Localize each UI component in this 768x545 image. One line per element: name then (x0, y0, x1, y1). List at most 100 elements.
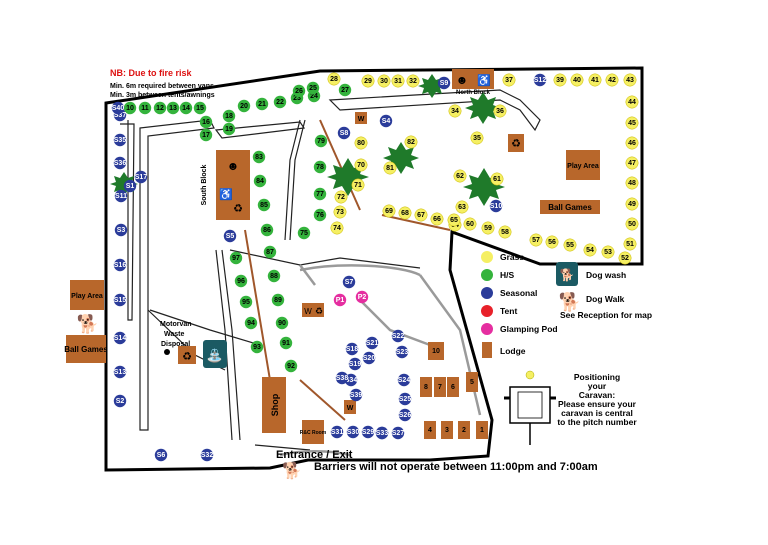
pitch-s17 (134, 170, 148, 184)
pitch-label-78: 78 (316, 164, 324, 171)
lodge-label-3: 3 (445, 427, 449, 434)
pitch-27 (338, 83, 352, 97)
pitch-20 (237, 99, 251, 113)
pitch-label-s4: S4 (382, 118, 391, 125)
pitch-label-77: 77 (316, 191, 324, 198)
pitch-label-s22: S22 (392, 333, 405, 340)
pitch-label-s12: S12 (534, 77, 547, 84)
pitch-label-69: 69 (385, 208, 393, 215)
pitch-44 (625, 95, 639, 109)
pitch-21 (255, 97, 269, 111)
pitch-label-s6: S6 (157, 452, 166, 459)
pitch-41 (588, 73, 602, 87)
pitch-label-28: 28 (330, 76, 338, 83)
ball-games-top: Ball Games (540, 200, 600, 214)
pitch-35 (470, 131, 484, 145)
positioning-line2: caravan is central (561, 408, 633, 418)
legend-seasonal-swatch (481, 287, 493, 299)
recycle-north: ♻ (508, 134, 524, 152)
pitch-s31 (330, 425, 344, 439)
pitch-label-43: 43 (626, 77, 634, 84)
pitch-label-42: 42 (608, 77, 616, 84)
pitch-label-s15: S15 (114, 297, 127, 304)
pitch-label-82: 82 (407, 139, 415, 146)
pitch-label-37: 37 (505, 77, 513, 84)
toilet-icon: ☻ (456, 73, 469, 87)
pitch-label-25: 25 (309, 85, 317, 92)
lodge-1 (476, 421, 488, 439)
pitch-s10 (489, 199, 503, 213)
pitch-82 (404, 135, 418, 149)
pitch-label-49: 49 (628, 201, 636, 208)
legend-lodge-swatch (482, 342, 492, 358)
pitch-29 (361, 74, 375, 88)
pitch-s1 (123, 179, 137, 193)
pitch-label-16: 16 (202, 119, 210, 126)
lodge-label-1: 1 (480, 427, 484, 434)
pitch-s30 (346, 425, 360, 439)
lodge-label-2: 2 (462, 427, 466, 434)
pitch-label-36: 36 (496, 108, 504, 115)
lodge-8 (420, 377, 432, 397)
tap-icon: ⛲ (207, 348, 223, 364)
legend-lodge: Lodge (500, 346, 526, 356)
pitch-69 (382, 204, 396, 218)
pitch-32 (406, 74, 420, 88)
pitch-88 (267, 269, 281, 283)
pitch-14 (179, 101, 193, 115)
play-area-top: Play Area (566, 150, 600, 180)
south-block: South Block ☻ ♿ ♻ (201, 150, 250, 220)
pitch-s32 (200, 448, 214, 462)
pitch-marker (525, 370, 535, 380)
pitch-label-22: 22 (276, 99, 284, 106)
pitch-label-s38: S38 (336, 375, 349, 382)
pitch-label-51: 51 (626, 241, 634, 248)
pitch-label-35: 35 (473, 135, 481, 142)
pitch-label-s24: S24 (398, 377, 411, 384)
pitch-label-s3: S3 (117, 227, 126, 234)
pitch-label-15: 15 (196, 105, 204, 112)
play-area-left-label: Play Area (71, 293, 103, 300)
barriers-notice: Barriers will not operate between 11:00p… (314, 461, 598, 473)
motorvan-label-3: Disposal (161, 341, 190, 348)
pitch-label-26: 26 (295, 88, 303, 95)
ball-games-left: Ball Games (64, 335, 108, 363)
lodge-2 (458, 421, 470, 439)
lodge-label-4: 4 (428, 427, 432, 434)
pitch-45 (625, 116, 639, 130)
legend-grass: Grass (500, 252, 524, 262)
pitch-label-80: 80 (357, 140, 365, 147)
legend-tent: Tent (500, 306, 517, 316)
pitch-22 (273, 95, 287, 109)
pitch-72 (334, 190, 348, 204)
pitch-label-s13: S13 (114, 369, 127, 376)
dog-wash-icon (556, 262, 578, 286)
lodge-6 (447, 377, 459, 397)
pitch-52 (618, 251, 632, 265)
pitch-43 (623, 73, 637, 87)
pitch-label-65: 65 (450, 217, 458, 224)
play-area-top-label: Play Area (567, 163, 599, 170)
pitch-label-31: 31 (394, 78, 402, 85)
pitch-label-79: 79 (317, 138, 325, 145)
notice-line2: Min. 3m between tents/awnings (110, 92, 215, 99)
entrance-label: Entrance / Exit (276, 449, 353, 461)
waste-point (164, 349, 170, 355)
pitch-label-84: 84 (256, 178, 264, 185)
pitch-s24 (397, 373, 411, 387)
pitch-label-13: 13 (169, 105, 177, 112)
pitch-s14 (113, 331, 127, 345)
pitch-96 (234, 274, 248, 288)
glamping-pod-p1 (333, 293, 347, 307)
positioning-diagram: Positioning your Caravan: Please ensure … (504, 370, 637, 445)
ball-games-top-label: Ball Games (548, 203, 592, 212)
pitch-label-59: 59 (484, 225, 492, 232)
legend-glamping: Glamping Pod (500, 324, 558, 334)
pitch-s9 (437, 76, 451, 90)
ball-games-left-label: Ball Games (64, 345, 108, 354)
pitch-label-s40: S40 (112, 105, 125, 112)
pitch-label-92: 92 (287, 363, 295, 370)
pitch-17 (199, 128, 213, 142)
pitch-label-74: 74 (333, 225, 341, 232)
pitch-label-s17: S17 (135, 174, 148, 181)
